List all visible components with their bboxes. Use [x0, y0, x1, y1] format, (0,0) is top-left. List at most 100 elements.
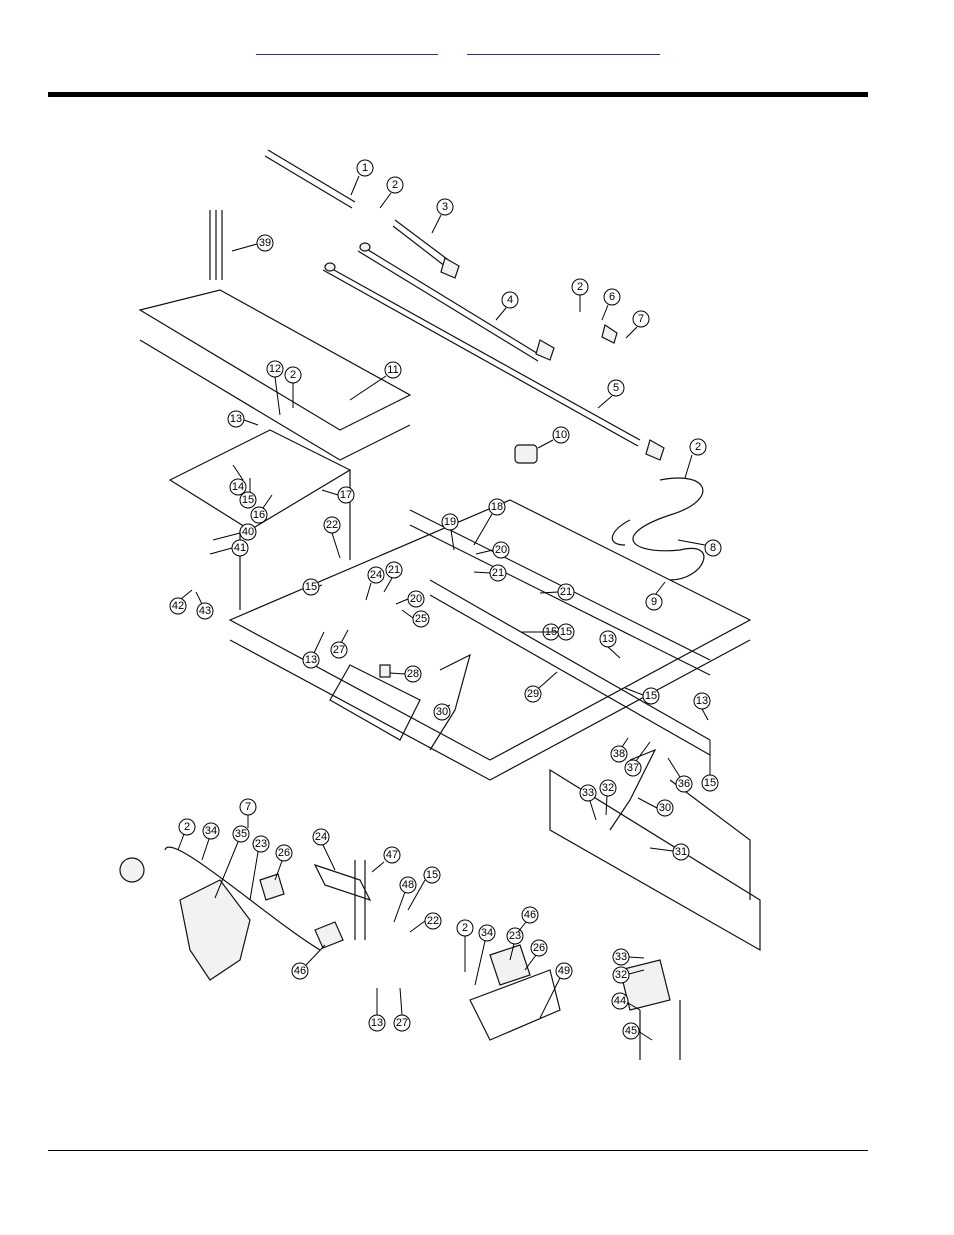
callout-14: 14 [229, 464, 247, 496]
callout-13b: 13 [302, 631, 325, 669]
svg-text:7: 7 [638, 313, 644, 325]
callout-46: 46 [291, 944, 326, 980]
callout-2e: 2 [177, 818, 196, 851]
svg-text:46: 46 [524, 909, 536, 921]
callout-15g: 15 [407, 866, 441, 911]
svg-text:21: 21 [492, 567, 504, 579]
callout-2: 2 [379, 176, 404, 209]
svg-text:40: 40 [242, 526, 254, 538]
svg-text:15: 15 [426, 869, 438, 881]
svg-text:2: 2 [392, 179, 398, 191]
callout-30: 30 [433, 703, 451, 721]
callout-15f: 15 [701, 740, 719, 792]
header-link-right[interactable] [467, 40, 660, 55]
svg-text:18: 18 [491, 501, 503, 513]
callout-41: 41 [209, 539, 249, 557]
svg-text:12: 12 [269, 363, 281, 375]
svg-text:27: 27 [396, 1017, 408, 1029]
callout-29: 29 [524, 671, 558, 703]
svg-text:16: 16 [253, 509, 265, 521]
callout-48: 48 [393, 876, 417, 923]
header-link-left[interactable] [256, 40, 438, 55]
callout-38: 38 [610, 737, 629, 763]
callout-33: 33 [579, 784, 597, 821]
callout-11: 11 [349, 361, 402, 401]
callout-21c: 21 [383, 561, 403, 593]
svg-text:22: 22 [326, 519, 338, 531]
callout-18: 18 [473, 498, 506, 546]
svg-text:11: 11 [387, 364, 398, 376]
svg-text:13: 13 [696, 695, 708, 707]
svg-text:1: 1 [362, 162, 368, 174]
callout-26b: 26 [524, 939, 548, 971]
svg-text:13: 13 [602, 633, 614, 645]
svg-text:2: 2 [462, 922, 468, 934]
callout-31: 31 [649, 843, 690, 861]
svg-text:29: 29 [527, 688, 539, 700]
svg-text:13: 13 [230, 413, 242, 425]
svg-text:35: 35 [235, 828, 247, 840]
callout-27b: 27 [393, 987, 411, 1032]
svg-text:15: 15 [242, 494, 254, 506]
callout-34: 34 [201, 822, 220, 861]
svg-text:2: 2 [290, 369, 296, 381]
callout-3: 3 [431, 198, 454, 234]
callout-15b: 15 [302, 578, 323, 596]
callout-22b: 22 [409, 912, 442, 933]
callout-2b: 2 [571, 278, 589, 312]
svg-text:20: 20 [495, 544, 507, 556]
callout-15e: 15 [624, 687, 660, 705]
callout-35: 35 [214, 825, 250, 899]
callout-24: 24 [365, 566, 385, 601]
svg-text:33: 33 [615, 951, 627, 963]
callout-17: 17 [321, 486, 355, 504]
svg-text:39: 39 [259, 237, 271, 249]
header-rule [48, 92, 868, 97]
callout-43: 43 [195, 591, 214, 620]
svg-text:28: 28 [407, 668, 419, 680]
callout-7: 7 [625, 310, 650, 339]
svg-text:23: 23 [255, 838, 267, 850]
svg-text:15: 15 [560, 626, 572, 638]
callout-13d: 13 [693, 692, 711, 721]
callout-13e: 13 [368, 988, 386, 1032]
callout-27: 27 [330, 629, 349, 659]
callout-2d: 2 [284, 366, 302, 408]
svg-text:45: 45 [625, 1025, 637, 1037]
callout-8: 8 [677, 539, 722, 557]
svg-text:24: 24 [315, 831, 327, 843]
svg-text:37: 37 [627, 762, 639, 774]
callout-39: 39 [231, 234, 274, 252]
callout-20b: 20 [395, 590, 425, 608]
callout-9: 9 [645, 581, 666, 611]
svg-text:13: 13 [371, 1017, 383, 1029]
svg-text:20: 20 [410, 593, 422, 605]
svg-text:2: 2 [184, 821, 190, 833]
callout-23b: 23 [506, 927, 524, 961]
callout-21b: 21 [539, 583, 575, 601]
callout-32: 32 [599, 779, 617, 816]
callout-13: 13 [227, 410, 259, 428]
svg-text:43: 43 [199, 605, 211, 617]
callouts: 1 2 3 39 4 2 6 7 5 10 2 8 9 11 12 2 13 1… [169, 159, 722, 1041]
svg-text:48: 48 [402, 879, 414, 891]
svg-text:5: 5 [613, 382, 619, 394]
svg-text:32: 32 [602, 782, 614, 794]
exploded-parts-diagram: 1 2 3 39 4 2 6 7 5 10 2 8 9 11 12 2 13 1… [110, 140, 770, 1085]
callout-24b: 24 [312, 828, 336, 871]
svg-text:19: 19 [444, 516, 456, 528]
callout-10: 10 [537, 426, 570, 449]
callout-32b: 32 [612, 966, 645, 984]
svg-text:14: 14 [232, 481, 244, 493]
callout-36: 36 [667, 757, 693, 793]
svg-text:13: 13 [305, 654, 317, 666]
svg-text:36: 36 [678, 778, 690, 790]
svg-text:6: 6 [609, 291, 615, 303]
callout-5: 5 [597, 379, 625, 409]
callout-16: 16 [250, 494, 273, 524]
callout-6: 6 [601, 288, 621, 321]
callout-7b: 7 [239, 798, 257, 828]
svg-text:38: 38 [613, 748, 625, 760]
svg-text:22: 22 [427, 915, 439, 927]
callout-30b: 30 [637, 797, 674, 817]
